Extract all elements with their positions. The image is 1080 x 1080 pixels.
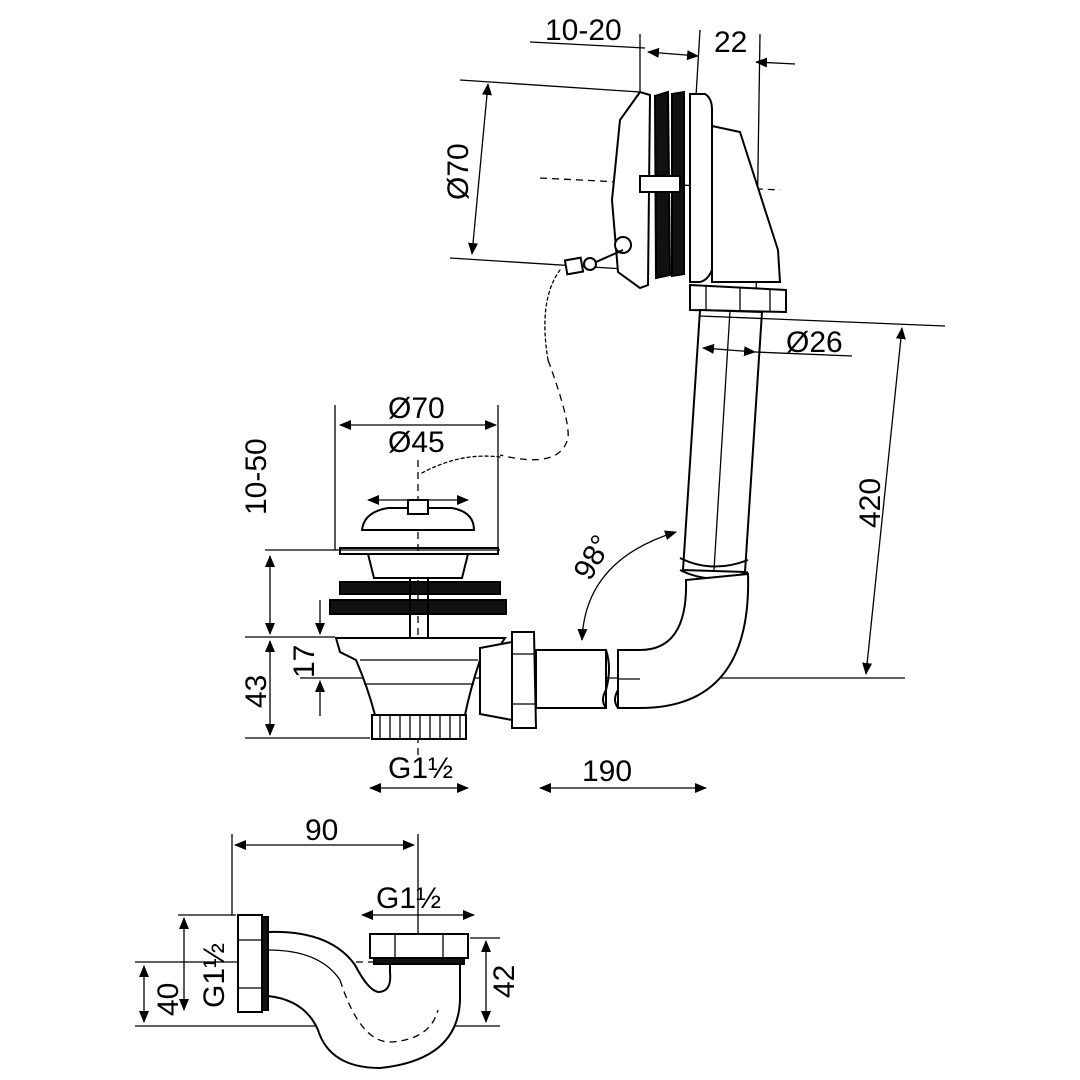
label-trap-side-thread: G1½ <box>198 943 231 1008</box>
label-trap-height-left: 40 <box>152 983 185 1016</box>
label-overflow-thickness: 10-20 <box>545 14 622 47</box>
label-waste-height-1: 17 <box>288 645 321 678</box>
waste-thread <box>371 714 467 740</box>
overflow-body <box>689 93 713 283</box>
trap-left-nut <box>237 914 263 1013</box>
label-pipe-angle: 98° <box>567 530 618 586</box>
label-waste-thread: G1½ <box>388 752 453 785</box>
label-horizontal-length: 190 <box>582 755 632 788</box>
overflow-nut <box>689 283 787 314</box>
top-gasket <box>339 581 501 595</box>
trap-pipe <box>267 930 461 1070</box>
label-trap-top-thread: G1½ <box>376 882 441 915</box>
label-trap-offset: 90 <box>305 814 338 847</box>
label-plug-inner-diameter: Ø45 <box>388 426 445 459</box>
overflow-assembly <box>449 29 787 580</box>
label-pipe-diameter: Ø26 <box>786 326 843 359</box>
plug-stopper <box>360 507 476 531</box>
waste-assembly <box>245 405 905 760</box>
trap-assembly <box>135 834 500 1070</box>
label-trap-height-right: 42 <box>488 965 521 998</box>
plug-chain <box>419 269 569 475</box>
trap-top-nut <box>369 933 469 959</box>
label-overflow-diameter: Ø70 <box>442 143 475 200</box>
label-overflow-depth: 22 <box>714 26 747 59</box>
label-overflow-height: 420 <box>854 478 887 528</box>
label-plug-outer-diameter: Ø70 <box>388 392 445 425</box>
connecting-pipe <box>535 649 607 709</box>
dimension-lines <box>139 47 946 1023</box>
label-tub-thickness: 10-50 <box>240 438 273 515</box>
dimension-labels: 10-20 22 Ø70 Ø26 420 Ø70 Ø45 10-50 98° 1… <box>152 14 887 1016</box>
side-nut <box>511 631 538 729</box>
label-waste-height-2: 43 <box>240 675 273 708</box>
